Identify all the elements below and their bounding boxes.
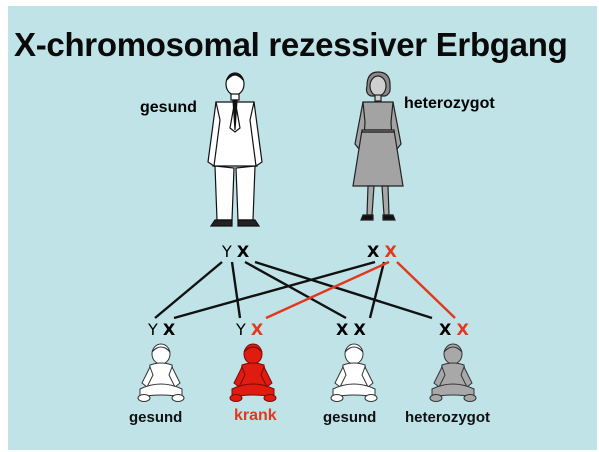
mother-genotype: X X: [367, 242, 397, 261]
child-1-genotype: Y X: [148, 320, 175, 339]
child-1-label: gesund: [129, 409, 182, 426]
child-3-figure-icon: [329, 343, 379, 405]
father-genotype: Y X: [222, 242, 249, 261]
child-3-genotype: X X: [336, 320, 366, 339]
child-3-label: gesund: [323, 409, 376, 426]
child-1-figure-icon: [136, 343, 186, 405]
child-4-figure-icon: [428, 343, 478, 405]
child-2-label: krank: [234, 407, 277, 425]
child-2-figure-icon: [228, 343, 278, 405]
child-4-label: heterozygot: [405, 409, 490, 426]
child-2-genotype: Y X: [236, 320, 263, 339]
child-4-genotype: X X: [439, 320, 469, 339]
